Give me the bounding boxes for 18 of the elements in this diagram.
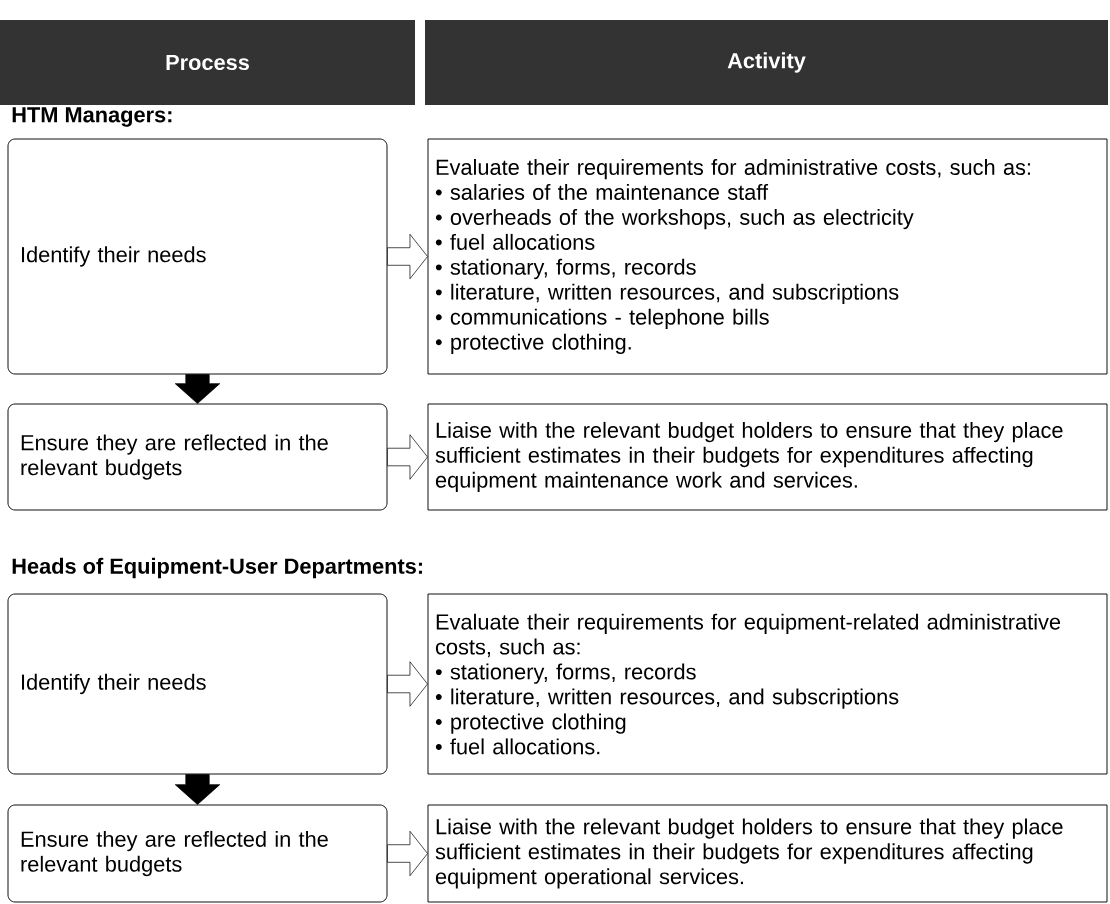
block-arrow	[174, 774, 221, 805]
activity-box: Evaluate their requirements for administrative costs, such as: • salaries of the maintenance staff • overheads of the workshops, such as electricity • fuel allocations • stationary, forms, records • literature, written resources, and subscriptions • communications - telephone bills • protective clothing.	[427, 138, 1108, 375]
header-cell: Activity	[425, 20, 1108, 105]
activity-box: Liaise with the relevant budget holders to ensure that they place sufficient estimates in their budgets for expenditures affecting equipment operational services.	[427, 804, 1108, 903]
process-box: Ensure they are reflected in the relevant budgets	[7, 403, 388, 511]
group-heading: Heads of Equipment-User Departments:	[12, 557, 422, 579]
header-cell: Process	[0, 20, 415, 105]
process-box: Identify their needs	[7, 593, 388, 775]
process-box: Identify their needs	[7, 138, 388, 375]
group-heading: HTM Managers:	[12, 107, 172, 127]
activity-box: Evaluate their requirements for equipment-related administrative costs, such as: • stationery, forms, records • literature, written resources, and subscriptions • protective clothing • fuel allocations.	[427, 593, 1108, 775]
block-arrow	[387, 233, 428, 280]
process-box: Ensure they are reflected in the relevant budgets	[7, 804, 388, 903]
block-arrow	[387, 434, 428, 480]
block-arrow	[174, 374, 221, 404]
block-arrow	[387, 661, 428, 707]
block-arrow	[387, 830, 428, 877]
activity-box: Liaise with the relevant budget holders to ensure that they place sufficient estimates in their budgets for expenditures affecting equipment maintenance work and services.	[427, 403, 1108, 511]
